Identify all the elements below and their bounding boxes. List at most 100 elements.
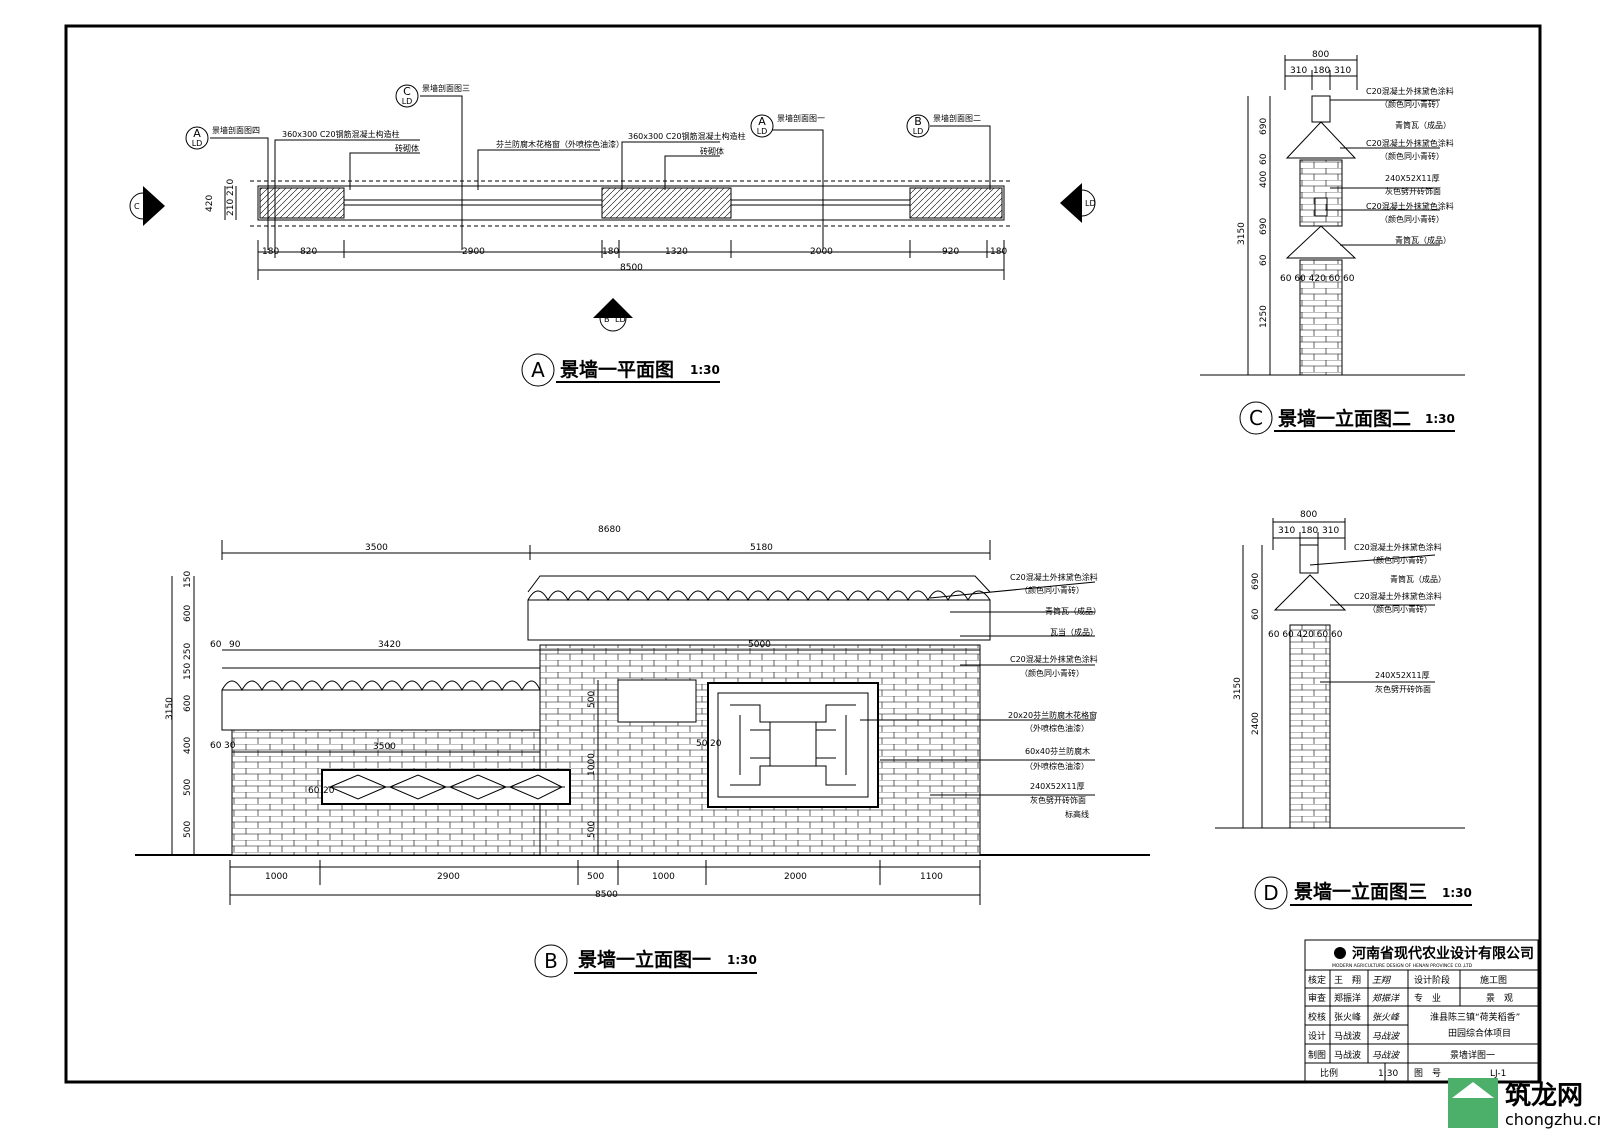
svg-text:景墙剖面图三: 景墙剖面图三 (422, 83, 470, 93)
dim-total: 8500 (620, 263, 643, 273)
dim: 180 (1301, 526, 1318, 536)
svg-text:C: C (134, 202, 140, 211)
svg-text:A: A (193, 127, 201, 140)
note: 240X52X11厚 (1030, 782, 1085, 791)
note: （颜色同小青砖） (1368, 555, 1432, 565)
plan-view-a: 180 820 2900 180 1320 2000 920 180 8500 … (129, 83, 1096, 387)
plan-pier-middle (601, 187, 732, 219)
note: （颜色同小青砖） (1020, 668, 1084, 678)
dim: 690 (1259, 218, 1269, 235)
dim: 5000 (748, 640, 771, 650)
column-shaft (1299, 259, 1343, 376)
elevation-d: 800 310 180 310 690 60 2400 3150 60 60 4… (1215, 510, 1472, 910)
blank-panel (617, 679, 697, 723)
title-block: 河南省现代农业设计有限公司 MODERN AGRICULTURE DESIGN … (1304, 939, 1539, 1082)
column-shaft (1289, 624, 1331, 829)
dim: 1000 (587, 753, 597, 776)
svg-text:LD: LD (192, 139, 203, 148)
dim: 500 (587, 821, 597, 838)
dim: 210 (226, 179, 236, 196)
role: 核定 (1308, 974, 1326, 986)
note: 灰色劈开砖饰面 (1375, 684, 1431, 694)
role: 审查 (1308, 992, 1326, 1004)
dim: 310 (1334, 66, 1351, 76)
dim: 500 (587, 872, 604, 882)
dim: 310 (1322, 526, 1339, 536)
dim: 8680 (598, 525, 621, 535)
drawing-name: 景墙详图一 (1450, 1049, 1495, 1061)
svg-text:A: A (758, 115, 766, 128)
dim: 150 (183, 571, 193, 588)
dim: 60 60 420 60 60 (1280, 274, 1355, 284)
dim-total: 3150 (165, 697, 175, 720)
svg-text:B: B (544, 949, 558, 973)
svg-text:景墙一立面图一: 景墙一立面图一 (578, 948, 711, 971)
dim-total: 8500 (595, 890, 618, 900)
stage-label: 设计阶段 (1414, 974, 1450, 986)
role: 制图 (1308, 1049, 1326, 1061)
signature: 马战波 (1372, 1050, 1401, 1061)
svg-text:LD: LD (402, 97, 413, 106)
note: （颜色同小青砖） (1380, 151, 1444, 161)
svg-text:LD: LD (913, 127, 924, 136)
note: （颜色同小青砖） (1380, 99, 1444, 109)
svg-text:筑龙网: 筑龙网 (1505, 1080, 1583, 1111)
svg-text:D: D (1263, 881, 1278, 905)
svg-text:景墙剖面图二: 景墙剖面图二 (933, 113, 981, 123)
dim: 60 (308, 786, 320, 796)
note: 青筒瓦（成品） (1395, 235, 1451, 245)
role: 校核 (1308, 1011, 1326, 1023)
dim: 50 (696, 739, 708, 749)
dim: 1100 (920, 872, 943, 882)
dim: 210 (226, 199, 236, 216)
company-name: 河南省现代农业设计有限公司 (1352, 945, 1534, 962)
name: 王 翔 (1334, 974, 1361, 986)
svg-text:景墙一立面图二: 景墙一立面图二 (1278, 407, 1411, 430)
lattice-window (707, 682, 879, 808)
note: 标高线 (1065, 809, 1089, 819)
dim: 60 (1259, 254, 1269, 266)
stage-value: 施工图 (1480, 974, 1507, 986)
elevation-c: 800 310 180 310 690 60 400 690 60 1250 3… (1200, 50, 1465, 435)
plan-pier-left (259, 187, 345, 219)
dim-total: 3150 (1237, 222, 1247, 245)
name: 马战波 (1334, 1049, 1361, 1061)
note: 灰色劈开砖饰面 (1030, 795, 1086, 805)
lattice-pattern (717, 692, 869, 798)
elev-d-title: D 景墙一立面图三 1:30 (1254, 876, 1472, 910)
note: （颜色同小青砖） (1020, 585, 1084, 595)
plan-a-title: A 景墙一平面图 1:30 (521, 353, 720, 387)
elevation-b: 8680 3500 5180 3420 5000 3500 150 600 25… (135, 525, 1150, 978)
dim: 400 (183, 737, 193, 754)
dim: 600 (183, 605, 193, 622)
dim: 60 (210, 741, 222, 751)
drawing-no-label: 图 号 (1414, 1068, 1441, 1079)
note: 240X52X11厚 (1375, 671, 1430, 680)
signature: 马战波 (1372, 1031, 1401, 1042)
note: （外喷棕色油漆） (1025, 723, 1089, 733)
svg-text:C: C (1249, 406, 1263, 430)
dim: 920 (942, 247, 959, 257)
note: C20混凝土外抹黛色涂料 (1354, 542, 1442, 552)
dim: 820 (300, 247, 317, 257)
dim: 800 (1300, 510, 1317, 520)
note: C20混凝土外抹黛色涂料 (1366, 138, 1454, 148)
sheet-border (64, 24, 1542, 1084)
name: 张火峰 (1334, 1012, 1361, 1023)
svg-text:景墙一立面图三: 景墙一立面图三 (1294, 880, 1427, 903)
company-name-en: MODERN AGRICULTURE DESIGN OF HENAN PROVI… (1332, 963, 1473, 969)
dim: 310 (1290, 66, 1307, 76)
note: C20混凝土外抹黛色涂料 (1366, 86, 1454, 96)
note: 灰色劈开砖饰面 (1385, 186, 1441, 196)
svg-text:A: A (531, 358, 545, 382)
svg-text:1:30: 1:30 (727, 953, 757, 967)
